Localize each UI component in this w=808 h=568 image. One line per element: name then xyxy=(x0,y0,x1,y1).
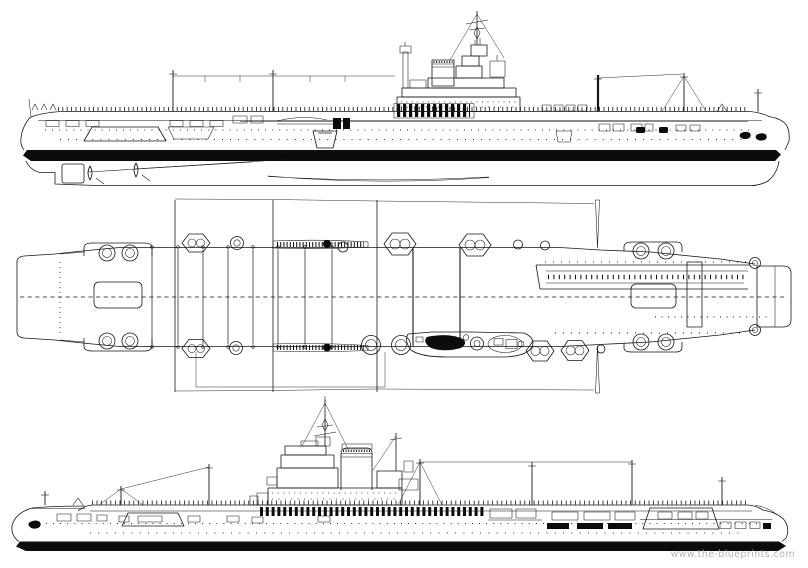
view-side-profile-bow-right xyxy=(20,11,790,186)
funnel xyxy=(431,59,455,87)
accommodation-ladder-sponson xyxy=(312,130,338,149)
anchor xyxy=(755,133,767,141)
porthole-row-bow xyxy=(56,513,130,523)
bridge-tower xyxy=(455,38,506,79)
aft-director-tower xyxy=(399,42,412,89)
watermark: www.the-blueprints.com xyxy=(670,549,795,560)
aft-elevator xyxy=(93,281,143,309)
deck-outline xyxy=(16,247,792,388)
outrigger-triangles xyxy=(595,199,600,394)
aft-sponson xyxy=(83,126,167,142)
gun-group-aft-port xyxy=(59,242,153,262)
forward-lift-well xyxy=(686,261,703,328)
gun-group-aft-starboard xyxy=(59,332,153,352)
porthole-row-stern xyxy=(719,521,771,529)
pompom-sponsons xyxy=(181,232,590,362)
hangar-outline xyxy=(195,352,386,388)
funnel-plan xyxy=(425,335,466,351)
plan-aerial-wires xyxy=(174,198,595,392)
rudder xyxy=(61,163,85,184)
funnel xyxy=(340,443,373,490)
bilge-keel xyxy=(267,175,490,182)
hull-profile xyxy=(11,500,789,551)
waterline-band xyxy=(16,541,786,551)
stern-davits xyxy=(28,98,57,118)
outrigger-lines xyxy=(174,200,378,392)
view-side-profile-bow-left xyxy=(11,396,789,551)
waterline-band xyxy=(23,150,781,161)
gallery-boxes xyxy=(488,508,636,529)
hull-side-detail xyxy=(28,507,772,534)
bow-forecastle xyxy=(756,265,792,328)
gun-group-forward-starboard xyxy=(623,333,683,353)
aerial-wires xyxy=(173,73,684,82)
mainmast xyxy=(301,396,349,450)
deck-edge-boxes xyxy=(541,104,588,112)
gun-group-forward-port xyxy=(623,241,683,260)
bridge-tower xyxy=(266,436,339,489)
island-plan xyxy=(406,331,534,358)
aerial-wires xyxy=(120,461,632,490)
island-aft-structures xyxy=(372,433,419,491)
forward-sponson xyxy=(121,512,185,527)
forward-elevator xyxy=(630,283,677,309)
director xyxy=(315,436,331,447)
radio-masts xyxy=(41,459,726,506)
propellers xyxy=(87,159,287,185)
radio-masts xyxy=(169,70,762,112)
hull-profile xyxy=(20,106,790,186)
island-superstructure xyxy=(249,396,419,506)
gun-turret xyxy=(636,127,645,133)
island-superstructure xyxy=(396,11,521,112)
deck-edge-boats xyxy=(272,239,369,352)
hull-side-detail xyxy=(28,98,767,149)
catapult-track xyxy=(535,264,750,290)
gun-turret xyxy=(659,127,668,133)
view-deck-plan xyxy=(16,198,792,394)
aft-sponson xyxy=(642,507,720,530)
gun-group-island-aft xyxy=(361,335,411,355)
anchor xyxy=(739,131,751,140)
ships-boat xyxy=(276,117,340,125)
porthole-row-forward xyxy=(598,123,701,132)
porthole-row-aft xyxy=(45,120,224,127)
round-platforms xyxy=(229,236,761,355)
mainmast xyxy=(449,11,505,61)
director xyxy=(470,44,488,57)
anchor xyxy=(28,520,41,529)
